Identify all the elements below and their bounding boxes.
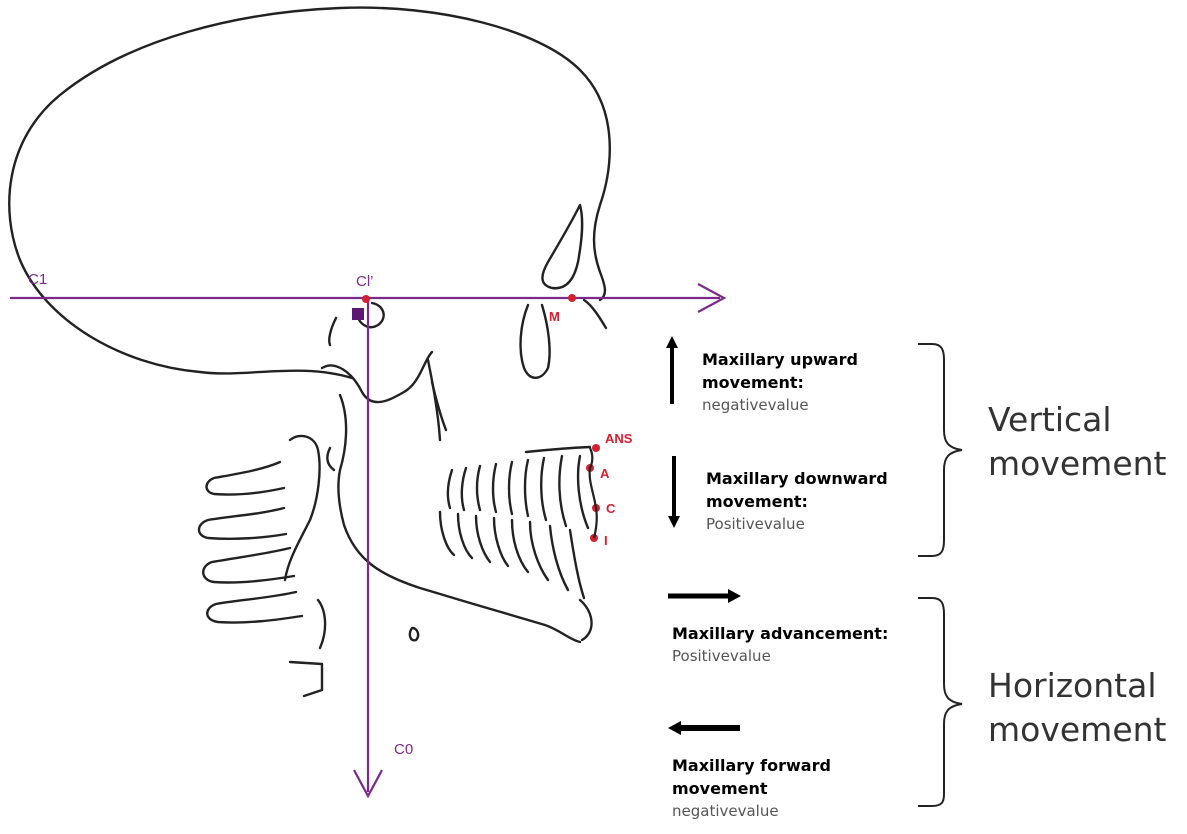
landmark-a-label: A [600, 466, 610, 481]
downward-title-line1: Maxillary downward [706, 467, 888, 490]
forward-title-line2: movement [672, 777, 831, 800]
m-point [568, 294, 576, 302]
forward-value: negativevalue [672, 800, 831, 823]
downward-value: Positivevalue [706, 513, 888, 536]
vertical-movement-label: Vertical movement [988, 398, 1166, 486]
ans-point [592, 444, 600, 452]
downward-title-line2: movement: [706, 490, 888, 513]
c1-label: C1 [28, 271, 47, 288]
vertical-curly-brace-icon [918, 344, 962, 556]
upward-title-line2: movement: [702, 371, 858, 394]
skull-drawing [9, 8, 610, 696]
reference-axes [10, 284, 724, 796]
forward-title-line1: Maxillary forward [672, 754, 831, 777]
landmark-i-label: I [604, 533, 608, 548]
vertical-label-line1: Vertical [988, 398, 1166, 442]
upward-title-line1: Maxillary upward [702, 348, 858, 371]
right-arrow-icon [668, 589, 741, 603]
ci-prime-point [362, 295, 370, 303]
downward-movement-note: Maxillary downward movement: Positiveval… [706, 467, 888, 536]
landmark-points [362, 294, 600, 542]
horizontal-label-line2: movement [988, 708, 1166, 752]
c0-label: C0 [394, 741, 413, 758]
vertical-label-line2: movement [988, 442, 1166, 486]
origin-marker [352, 308, 364, 320]
forward-movement-note: Maxillary forward movement negativevalue [672, 754, 831, 823]
landmark-c-label: C [606, 501, 616, 516]
horizontal-curly-brace-icon [918, 598, 962, 806]
down-arrow-icon [668, 456, 680, 528]
advancement-title: Maxillary advancement: [672, 622, 888, 645]
ci-prime-label: Cl’ [356, 273, 374, 290]
up-arrow-icon [666, 336, 678, 404]
m-label: M [549, 309, 560, 324]
left-arrow-icon [668, 721, 740, 735]
landmark-ans-label: ANS [605, 431, 633, 446]
horizontal-label-line1: Horizontal [988, 664, 1166, 708]
upward-value: negativevalue [702, 394, 858, 417]
upward-movement-note: Maxillary upward movement: negativevalue [702, 348, 858, 417]
advancement-value: Positivevalue [672, 645, 888, 668]
horizontal-movement-label: Horizontal movement [988, 664, 1166, 752]
advancement-note: Maxillary advancement: Positivevalue [672, 622, 888, 668]
